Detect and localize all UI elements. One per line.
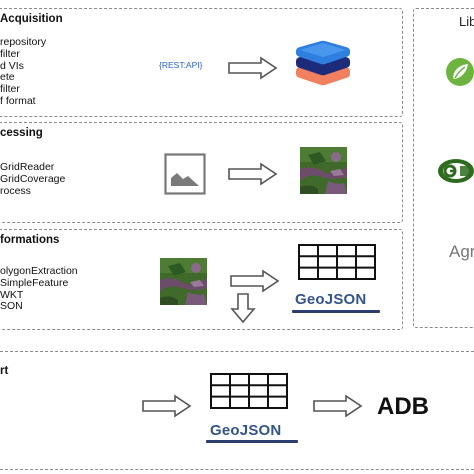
arrow-right-icon <box>313 394 363 418</box>
arrow-right-icon <box>228 56 278 80</box>
transformations-title: formations <box>0 234 60 246</box>
arrow-down-icon <box>230 293 256 324</box>
list-item: olygonExtraction <box>0 265 78 277</box>
adb-label: ADB <box>377 393 429 420</box>
transformations-items: olygonExtraction SimpleFeature WKT SON <box>0 265 78 313</box>
image-icon <box>164 153 206 195</box>
geojson-underline <box>292 310 380 313</box>
list-item: filter <box>0 83 20 96</box>
geojson-label: GeoJSON <box>210 422 282 439</box>
list-item: filter <box>0 47 20 60</box>
layers-stack-icon <box>296 40 350 86</box>
list-item: f format <box>0 94 36 107</box>
satellite-image <box>300 147 347 194</box>
list-item: SimpleFeature <box>0 276 69 289</box>
list-item: repository <box>0 36 47 48</box>
spring-logo-icon <box>446 58 474 86</box>
arrow-right-icon <box>230 269 280 293</box>
arrow-right-icon <box>228 162 278 186</box>
acquisition-items: repository filter d VIs ete filter f for… <box>0 36 47 108</box>
acquisition-title: Acquisition <box>0 13 63 25</box>
agr-label: Agr <box>449 242 474 261</box>
export-top-border <box>0 351 474 352</box>
list-item: WKT <box>0 288 24 301</box>
export-title: rt <box>0 365 9 377</box>
table-grid-icon <box>210 373 288 409</box>
list-item: GridCoverage <box>0 172 66 185</box>
list-item: d VIs <box>0 59 24 72</box>
list-item: ete <box>0 71 15 84</box>
list-item: rocess <box>0 184 31 197</box>
libraries-title: Lib <box>459 14 474 29</box>
processing-title: cessing <box>0 127 43 139</box>
export-bottom-border <box>0 469 474 470</box>
satellite-image <box>160 258 207 305</box>
arrow-right-icon <box>142 394 192 418</box>
geojson-underline <box>206 440 298 443</box>
list-item: GridReader <box>0 161 55 173</box>
geotools-logo-icon <box>438 159 474 183</box>
geojson-label: GeoJSON <box>295 291 367 308</box>
rest-api-label: {REST:API} <box>159 60 203 70</box>
processing-items: GridReader GridCoverage rocess <box>0 161 66 197</box>
table-grid-icon <box>298 244 376 280</box>
list-item: SON <box>0 300 23 313</box>
